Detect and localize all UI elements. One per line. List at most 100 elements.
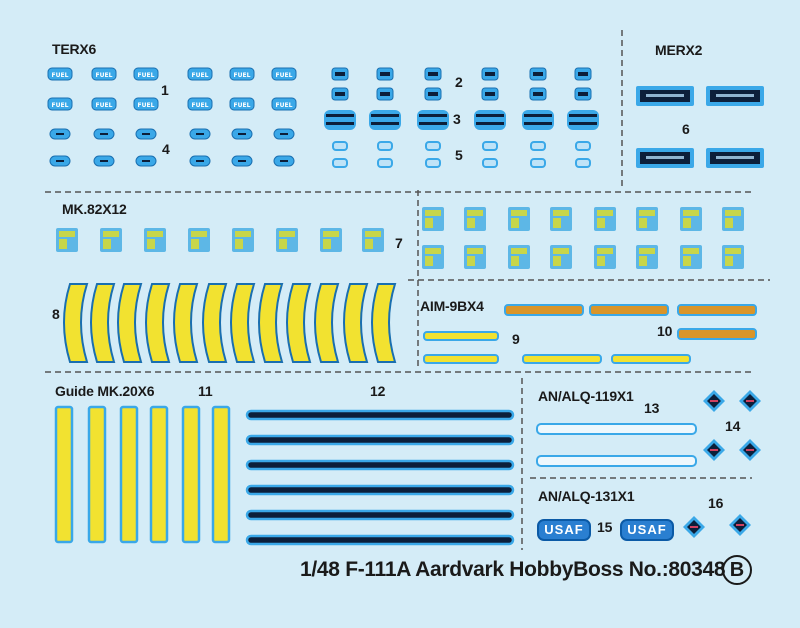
oval-stencil-mark (142, 133, 150, 135)
mk82-stencil-mark (597, 256, 605, 266)
fuel-stencil-text: FUEL (192, 72, 209, 79)
asterisk-stencil-mark (335, 72, 345, 76)
stripe-stencil-decal (369, 110, 401, 130)
item-number-1: 1 (161, 82, 169, 98)
mk82-stencil-mark (425, 210, 441, 216)
small-ring-decal (332, 141, 348, 151)
item-number-10: 10 (657, 323, 673, 339)
small-ring-decal (425, 141, 441, 151)
stripe-stencil-decal (522, 110, 554, 130)
asterisk-stencil-mark (485, 72, 495, 76)
mk82-stencil-mark (425, 256, 433, 266)
fuel-stencil-text: FUEL (138, 102, 155, 109)
asterisk-stencil-mark (578, 92, 588, 96)
item-number-2: 2 (455, 74, 463, 90)
fuel-stencil-decal (47, 97, 73, 111)
usaf-stencil-decal: USAF (620, 519, 674, 541)
mk82-stencil-mark (683, 210, 699, 216)
stripe-stencil-line (476, 114, 504, 117)
small-ring-decal (530, 141, 546, 151)
mk82-stencil-mark (59, 231, 75, 237)
stripe-stencil-line (371, 122, 399, 125)
fuel-stencil-decal (271, 97, 297, 111)
yellow-strip-decal (149, 405, 169, 544)
fuel-stencil-decal (229, 97, 255, 111)
mk82-stencil-mark (683, 248, 699, 254)
oval-stencil-mark (238, 133, 246, 135)
oval-stencil-mark (100, 133, 108, 135)
item-number-6: 6 (682, 121, 690, 137)
fuel-stencil-text: FUEL (276, 72, 293, 79)
yellow-bar-decal (423, 331, 499, 341)
mk82-stencil-mark (597, 248, 613, 254)
navy-band-decal (245, 409, 515, 421)
mk82-stencil-mark (683, 256, 691, 266)
yellow-curved-band-decal (90, 283, 116, 363)
orange-bar-decal (504, 304, 584, 316)
oval-stencil-mark (142, 160, 150, 162)
yellow-curved-band-decal (173, 283, 199, 363)
mk82-stencil-mark (683, 218, 691, 228)
mk82-stencil-mark (725, 248, 741, 254)
asterisk-stencil-mark (578, 72, 588, 76)
item-number-13: 13 (644, 400, 660, 416)
oval-stencil-mark (56, 133, 64, 135)
yellow-strip-decal (54, 405, 74, 544)
yellow-strip-decal (181, 405, 201, 544)
small-ring-decal (530, 158, 546, 168)
sheet-footer-title: 1/48 F-111A Aardvark HobbyBoss No.:80348 (300, 558, 726, 581)
stripe-stencil-line (524, 114, 552, 117)
oval-stencil-mark (196, 160, 204, 162)
fuel-stencil-decal (187, 97, 213, 111)
small-ring-decal (332, 158, 348, 168)
orange-bar-decal (677, 304, 757, 316)
mk82-stencil-mark (279, 231, 295, 237)
yellow-curved-band-decal (314, 283, 340, 363)
usaf-stencil-decal: USAF (537, 519, 591, 541)
fuel-stencil-decal (133, 67, 159, 81)
mk82-stencil-mark (191, 239, 199, 249)
mk82-stencil-mark (553, 218, 561, 228)
yellow-strip-decal (119, 405, 139, 544)
section-label-guide: Guide MK.20X6 (55, 383, 155, 399)
small-ring-decal (377, 141, 393, 151)
yellow-curved-band-decal (202, 283, 228, 363)
item-number-16: 16 (708, 495, 724, 511)
mk82-stencil-mark (467, 248, 483, 254)
small-ring-decal (575, 141, 591, 151)
mk82-stencil-mark (467, 210, 483, 216)
item-number-11: 11 (198, 383, 213, 399)
diamond-decal-mark (746, 400, 754, 402)
mk82-stencil-mark (597, 218, 605, 228)
yellow-curved-band-decal (343, 283, 369, 363)
merx-panel-text-line (646, 156, 684, 159)
mk82-stencil-mark (553, 210, 569, 216)
fuel-stencil-decal (187, 67, 213, 81)
mk82-stencil-mark (59, 239, 67, 249)
fuel-stencil-decal (271, 67, 297, 81)
stripe-stencil-line (419, 114, 447, 117)
fuel-stencil-text: FUEL (276, 102, 293, 109)
stripe-stencil-line (419, 122, 447, 125)
mk82-stencil-mark (323, 239, 331, 249)
item-number-3: 3 (453, 111, 461, 127)
mk82-stencil-mark (191, 231, 207, 237)
mk82-stencil-mark (103, 239, 111, 249)
section-label-terx: TERX6 (52, 41, 97, 57)
stripe-stencil-decal (567, 110, 599, 130)
asterisk-stencil-mark (428, 92, 438, 96)
oval-stencil-mark (280, 160, 288, 162)
fuel-stencil-decal (47, 67, 73, 81)
yellow-bar-decal (423, 354, 499, 364)
fuel-stencil-text: FUEL (192, 102, 209, 109)
navy-band-decal (245, 534, 515, 546)
mk82-stencil-mark (553, 256, 561, 266)
stripe-stencil-line (476, 122, 504, 125)
stripe-stencil-line (524, 122, 552, 125)
section-label-aim9b: AIM-9BX4 (420, 298, 484, 314)
asterisk-stencil-mark (485, 92, 495, 96)
item-number-5: 5 (455, 147, 463, 163)
stripe-stencil-line (326, 114, 354, 117)
